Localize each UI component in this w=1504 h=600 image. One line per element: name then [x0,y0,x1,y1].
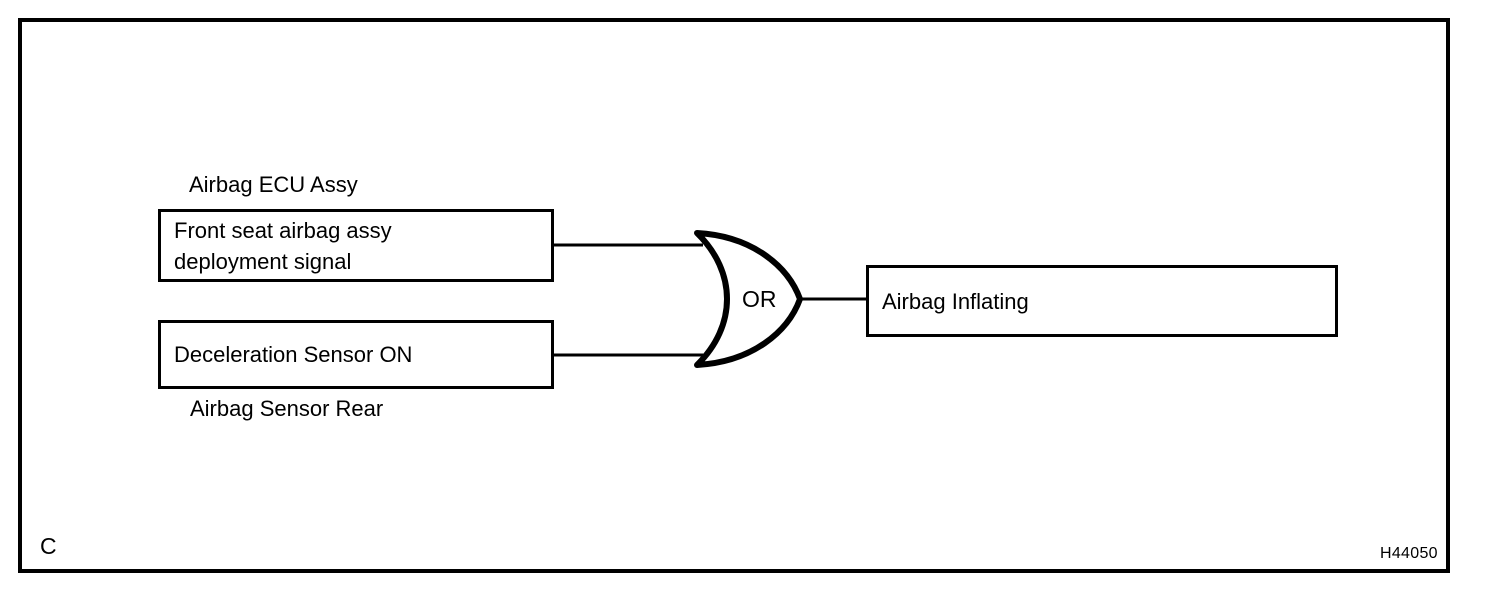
block-text-line: Front seat airbag assy [174,217,392,243]
block-text-line: Airbag Inflating [882,288,1029,314]
block-airbag-inflating: Airbag Inflating [866,265,1338,337]
block-text-line: deployment signal [174,248,352,274]
caption-airbag-ecu-assy: Airbag ECU Assy [189,172,358,197]
block-front-seat-airbag-signal: Front seat airbag assy deployment signal [158,209,554,282]
caption-airbag-sensor-rear: Airbag Sensor Rear [190,396,384,421]
figure-code-label: H44050 [1380,545,1438,562]
block-text-line: Deceleration Sensor ON [174,342,413,367]
or-gate-label: OR [742,286,777,312]
corner-letter-mark: C [40,533,57,559]
block-deceleration-sensor-on: Deceleration Sensor ON [158,320,554,389]
